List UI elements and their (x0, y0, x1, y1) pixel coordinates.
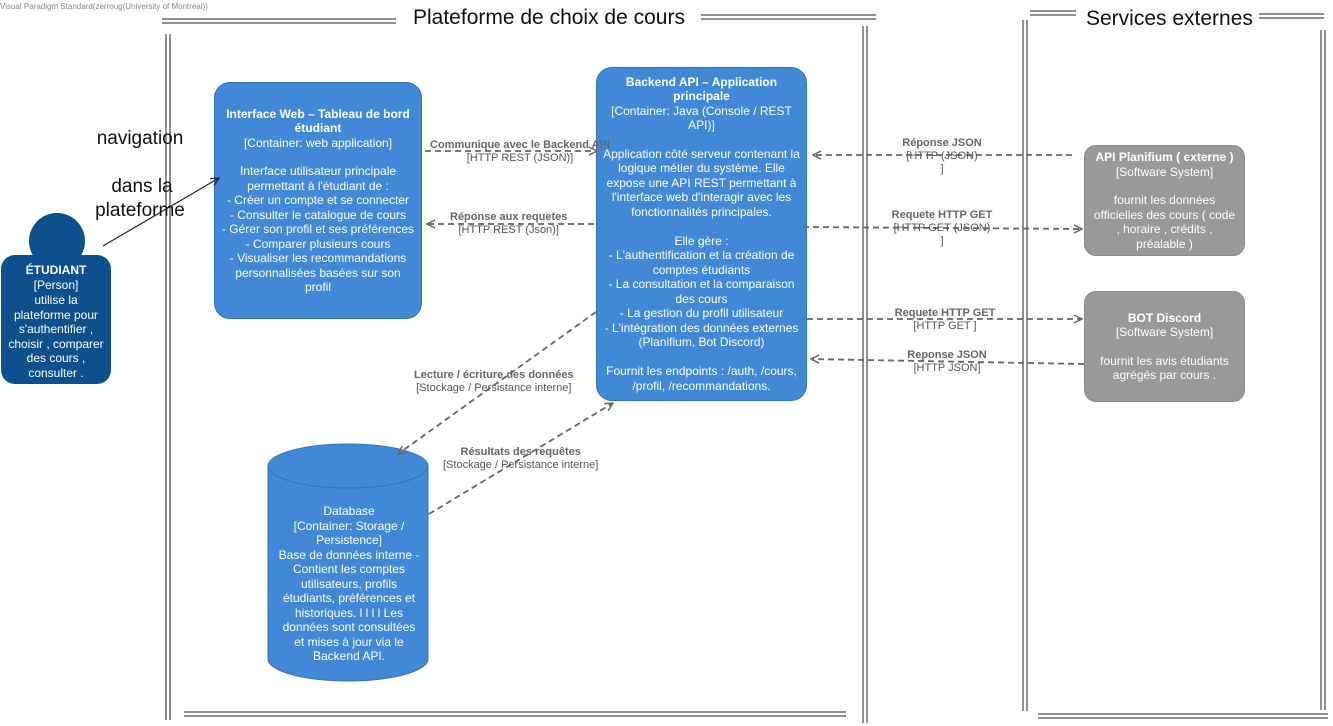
planifium-title: API Planifium ( externe ) (1095, 150, 1234, 164)
web-to-backend-label: Communique avec le Backend API (430, 139, 610, 151)
discord-description: fournit les avis étudiants agrégés par c… (1100, 353, 1229, 383)
relation-backend-to-web-label: Réponse aux requetes [HTTP REST (Json)] (450, 211, 567, 237)
backend-title: Backend API – Application principale (625, 74, 778, 104)
planifium-to-backend-label: Réponse JSON (902, 137, 982, 149)
relation-db-to-backend-label: Résultats des requêtes [Stockage / Persi… (443, 446, 598, 472)
backend-type: [Container: Java (Console / REST API)] (611, 103, 792, 133)
backend-description: Application côté serveur contenant la lo… (603, 146, 800, 393)
system-bot-discord[interactable]: BOT Discord [Software System] fournit le… (1084, 291, 1245, 402)
navigation-label-line3: plateforme (95, 200, 185, 221)
planifium-description: fournit les données officielles des cour… (1093, 193, 1236, 251)
database-cylinder-icon (267, 443, 429, 682)
backend-to-web-label: Réponse aux requetes (450, 211, 568, 223)
container-database[interactable]: Database [Container: Storage / Persisten… (270, 500, 428, 665)
web-interface-description: Interface utilisateur principale permett… (221, 164, 415, 294)
web-interface-title: Interface Web – Tableau de bord étudiant (226, 106, 410, 136)
relation-backend-to-db-label: Lecture / écriture des données [Stockage… (414, 369, 574, 395)
web-to-backend-tech: [HTTP REST (JSON)] (466, 152, 574, 164)
relation-backend-to-planifium-label: Requete HTTP GET [HTTP GET (JSON) ] (885, 209, 999, 248)
discord-to-backend-tech: [HTTP JSON] (913, 362, 981, 374)
person-description: utilise la plateforme pour s'authentifie… (8, 293, 104, 380)
watermark: Visual Paradigm Standard(zerroug(Univers… (0, 2, 208, 11)
person-body: ÉTUDIANT [Person] utilise la plateforme … (1, 255, 111, 384)
container-backend-api[interactable]: Backend API – Application principale [Co… (596, 67, 807, 401)
planifium-type: [Software System] (1115, 164, 1214, 179)
backend-to-planifium-tech: [HTTP GET (JSON) ] (893, 222, 991, 247)
navigation-label-line2: dans la (111, 176, 173, 197)
database-description: Base de données interne - Contient les c… (278, 547, 420, 664)
relation-discord-to-backend-label: Reponse JSON [HTTP JSON] (905, 349, 989, 375)
relation-web-to-backend-label: Communique avec le Backend API [HTTP RES… (430, 139, 610, 165)
planifium-to-backend-tech: [HTTP (JSON) ] (906, 150, 978, 175)
backend-to-db-tech: [Stockage / Persistance interne] (416, 382, 572, 394)
database-title: Database (323, 504, 375, 518)
external-boundary-title: Services externes (1080, 7, 1259, 31)
relation-backend-to-discord-label: Requete HTTP GET [HTTP GET ] (890, 307, 1000, 333)
backend-to-db-label: Lecture / écriture des données (414, 369, 574, 381)
web-interface-type: [Container: web application] (243, 135, 393, 150)
discord-type: [Software System] (1115, 325, 1214, 339)
backend-to-planifium-label: Requete HTTP GET (891, 209, 993, 221)
backend-to-discord-label: Requete HTTP GET (894, 307, 996, 319)
discord-to-backend-label: Reponse JSON (907, 349, 987, 361)
backend-to-web-tech: [HTTP REST (Json)] (458, 224, 559, 236)
discord-title: BOT Discord (1127, 310, 1202, 325)
db-to-backend-label: Résultats des requêtes (460, 446, 581, 458)
database-type: [Container: Storage / Persistence] (293, 518, 405, 548)
container-web-interface[interactable]: Interface Web – Tableau de bord étudiant… (214, 82, 422, 319)
person-type: [Person] (33, 277, 79, 292)
navigation-label-line1: navigation (96, 128, 184, 149)
db-to-backend-tech: [Stockage / Persistance interne] (443, 459, 599, 471)
system-api-planifium[interactable]: API Planifium ( externe ) [Software Syst… (1084, 145, 1245, 256)
backend-to-discord-tech: [HTTP GET ] (913, 320, 977, 332)
relation-planifium-to-backend-label: Réponse JSON [HTTP (JSON) ] (900, 137, 984, 176)
platform-boundary-title: Plateforme de choix de cours (407, 6, 691, 30)
person-title: ÉTUDIANT (25, 263, 87, 277)
